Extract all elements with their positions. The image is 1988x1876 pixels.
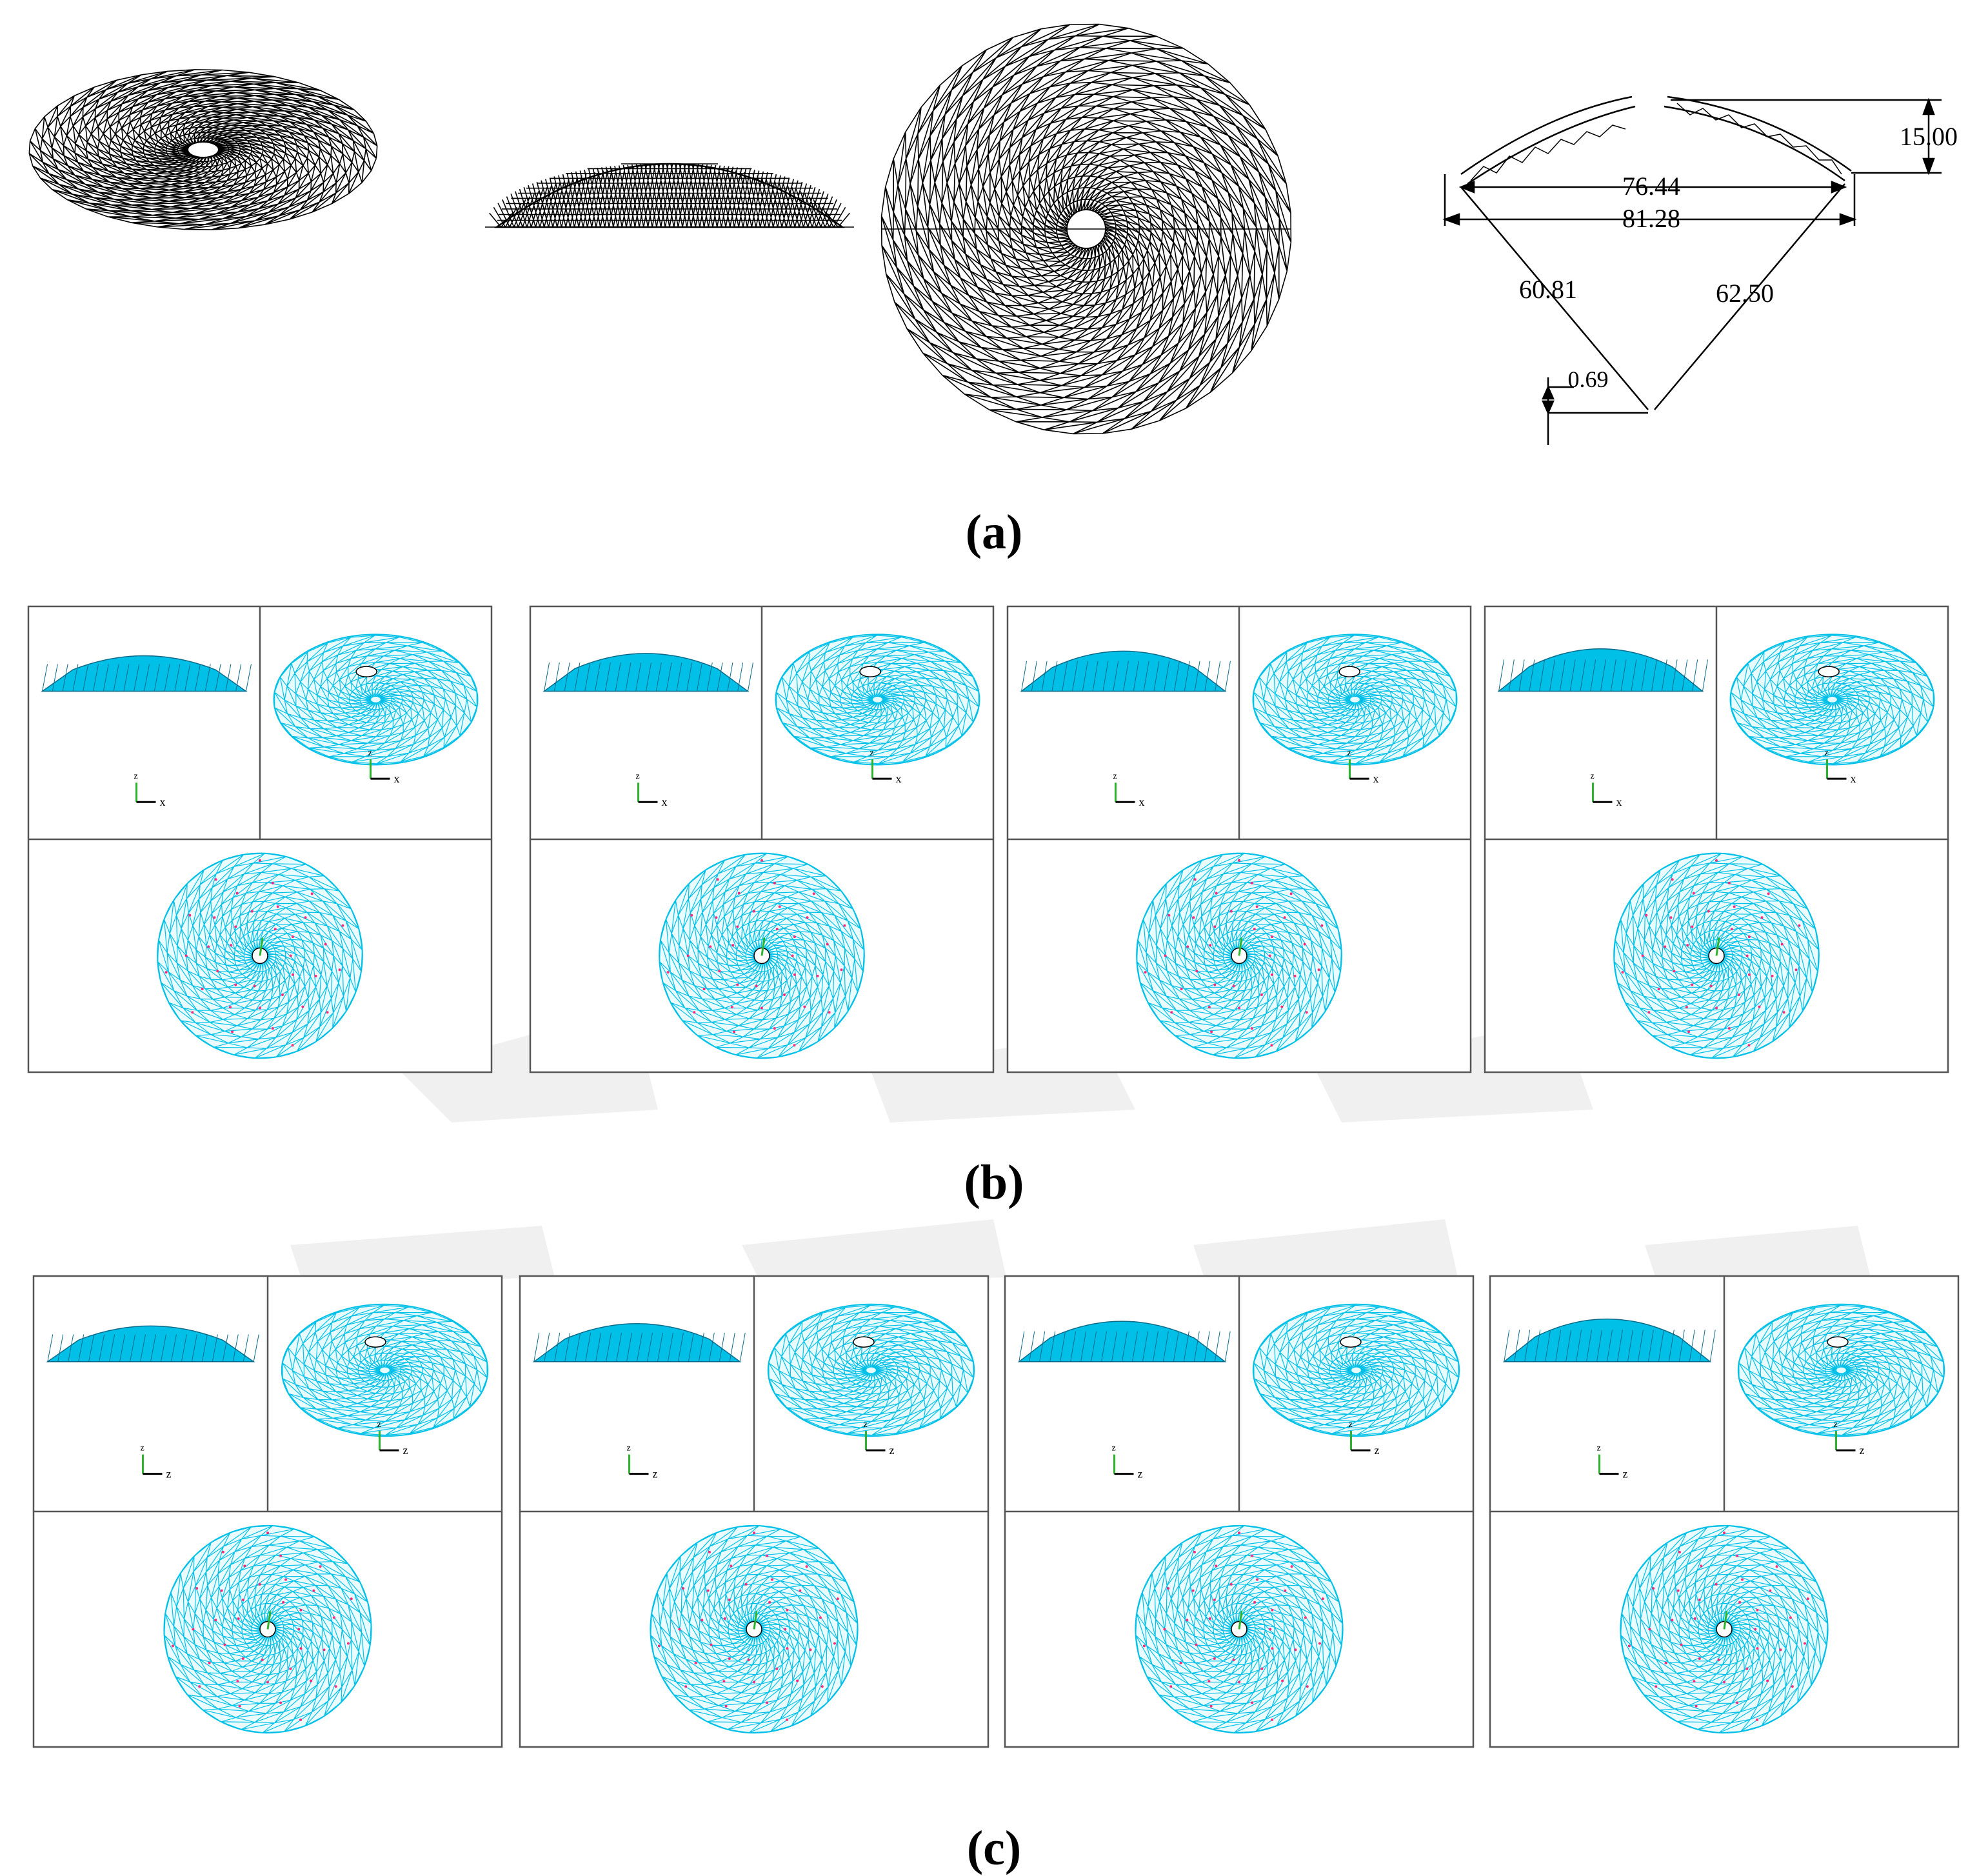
mode-isometric-view xyxy=(1729,634,1935,766)
shell-arc-right-inner xyxy=(1664,105,1845,182)
dimension-right-radius: 62.50 xyxy=(1716,279,1774,308)
axis-label-vertical: z xyxy=(1347,748,1351,758)
dimension-inner-span: 76.44 xyxy=(1622,172,1680,201)
axis-label-vertical: z xyxy=(368,748,372,758)
mode-shape-panel-2: x z x z xyxy=(529,605,995,1073)
mode-shape-panel-3: x z x z xyxy=(1006,605,1472,1073)
axis-label: x xyxy=(896,772,902,785)
axis-label: x xyxy=(1851,772,1856,785)
mode-isometric-view xyxy=(767,1303,975,1437)
dome-plan-wireframe xyxy=(880,23,1292,435)
axis-label: x xyxy=(394,772,400,785)
mode-isometric-view xyxy=(1737,1303,1945,1437)
axis-label-vertical: z xyxy=(864,1420,868,1430)
mode-shape-panel-3: z z z z xyxy=(1004,1275,1475,1748)
mode-plan-view xyxy=(1136,852,1342,1059)
panel-a-wireframe-views: 76.44 81.28 15.00 60.81 62.50 0.69 xyxy=(28,23,1958,445)
dimension-left-radius: 60.81 xyxy=(1519,275,1577,304)
mode-side-view xyxy=(1497,648,1708,692)
mode-shape-panel-4: z z z z xyxy=(1489,1275,1960,1748)
mode-plan-view xyxy=(1135,1524,1344,1734)
axis-label-vertical: z xyxy=(377,1420,381,1430)
oculus xyxy=(853,1336,875,1348)
axis-label-vertical: z xyxy=(1112,1444,1116,1453)
oculus xyxy=(1340,1336,1362,1348)
radius-line-right xyxy=(1654,183,1845,410)
axis-label: x xyxy=(160,795,166,808)
mode-side-view xyxy=(1017,1321,1231,1362)
axis-label: z xyxy=(1860,1444,1865,1457)
dimension-outer-span: 81.28 xyxy=(1622,204,1680,233)
oculus xyxy=(1338,666,1360,677)
axis-label: z xyxy=(653,1468,658,1481)
shell-arc-left-outer xyxy=(1460,95,1633,175)
mode-plan-view xyxy=(157,852,363,1059)
mode-isometric-view xyxy=(775,634,980,766)
mode-plan-view xyxy=(1620,1524,1829,1734)
axis-label: z xyxy=(1623,1468,1628,1481)
axis-label-vertical: z xyxy=(636,772,640,781)
axis-label: z xyxy=(1375,1444,1380,1457)
oculus-opening xyxy=(187,141,219,158)
axis-label: x xyxy=(1139,795,1145,808)
axis-label-vertical: z xyxy=(1597,1444,1601,1453)
mode-side-view xyxy=(532,1323,746,1362)
axis-label-vertical: z xyxy=(1834,1420,1838,1430)
axis-label: z xyxy=(403,1444,408,1457)
mode-plan-view xyxy=(650,1524,859,1734)
panel-label-a: (a) xyxy=(966,505,1023,559)
mode-shape-panel-4: x z x z xyxy=(1484,605,1949,1073)
mode-plan-view xyxy=(659,852,865,1059)
mode-shape-panel-1: x z x z xyxy=(27,605,493,1073)
mode-shape-panel-2: z z z z xyxy=(519,1275,989,1748)
axis-label-vertical: z xyxy=(134,772,138,781)
mode-side-view xyxy=(1020,650,1231,692)
mode-isometric-view xyxy=(281,1303,489,1437)
dome-side-wireframe xyxy=(485,163,854,228)
mode-side-view xyxy=(41,655,252,692)
axis-label: z xyxy=(1138,1468,1143,1481)
axis-label: x xyxy=(662,795,668,808)
axis-label-vertical: z xyxy=(1825,748,1829,758)
oculus xyxy=(1818,666,1840,677)
radius-line-left xyxy=(1460,186,1649,410)
oculus xyxy=(355,666,377,677)
mode-isometric-view xyxy=(1252,634,1458,766)
mode-shape-panel-1: z z z z xyxy=(32,1275,503,1748)
oculus xyxy=(859,666,881,677)
dome-isometric-wireframe xyxy=(28,69,378,230)
oculus xyxy=(364,1336,386,1348)
axis-label: z xyxy=(890,1444,895,1457)
panel-label-c: (c) xyxy=(967,1821,1021,1875)
axis-label-vertical: z xyxy=(1113,772,1117,781)
axis-label-vertical: z xyxy=(870,748,874,758)
axis-label-vertical: z xyxy=(1591,772,1595,781)
mode-plan-view xyxy=(163,1524,372,1734)
oculus xyxy=(1827,1336,1849,1348)
axis-label: x xyxy=(1373,772,1379,785)
dome-section-dimension-drawing xyxy=(1442,95,1942,445)
mode-side-view xyxy=(46,1325,259,1362)
panel-label-b: (b) xyxy=(964,1155,1024,1210)
axis-label-vertical: z xyxy=(1349,1420,1353,1430)
axis-label: x xyxy=(1616,795,1622,808)
axis-label-vertical: z xyxy=(141,1444,144,1453)
mode-isometric-view xyxy=(273,634,479,766)
axis-label-vertical: z xyxy=(627,1444,631,1453)
shell-arc-right-outer xyxy=(1667,95,1852,172)
panel-b-mode-shapes: x z x z x z x z x z x z x z x z xyxy=(27,605,1949,1073)
dimension-offset: 0.69 xyxy=(1568,366,1609,392)
mode-side-view xyxy=(542,653,753,692)
mode-plan-view xyxy=(1613,852,1820,1059)
panel-c-mode-shapes: z z z z z z z z z z z z z z z z xyxy=(32,1275,1960,1748)
mode-isometric-view xyxy=(1252,1303,1460,1437)
mode-side-view xyxy=(1502,1318,1716,1362)
dimension-height: 15.00 xyxy=(1900,122,1958,151)
axis-label: z xyxy=(166,1468,172,1481)
